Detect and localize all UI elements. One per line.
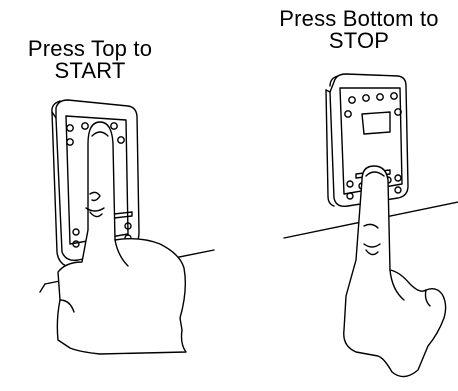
start-illustration (40, 100, 214, 354)
stop-illustration (284, 74, 458, 377)
surface-edge-tick-left (40, 284, 45, 292)
